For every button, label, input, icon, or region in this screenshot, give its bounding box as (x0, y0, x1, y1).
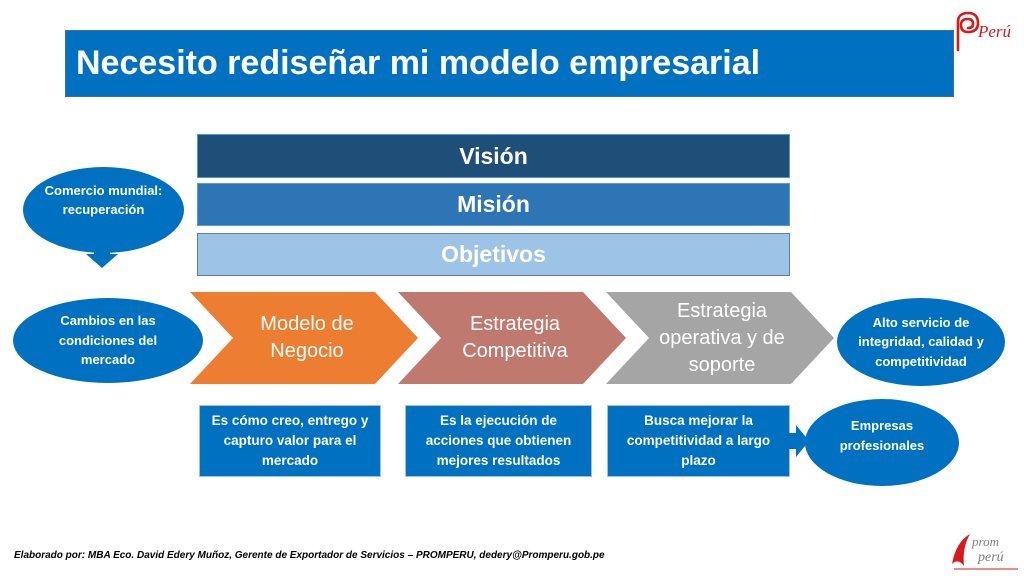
title-bar: Necesito rediseñar mi modelo empresarial (65, 30, 954, 97)
objetivos-bar: Objetivos (197, 233, 790, 276)
promperu-swoosh-icon (952, 534, 970, 566)
peru-logo: Perú (956, 11, 1011, 52)
description-box-competitiva: Es la ejecución de acciones que obtienen… (405, 405, 592, 477)
page-title: Necesito rediseñar mi modelo empresarial (76, 44, 761, 82)
objetivos-label: Objetivos (441, 241, 546, 267)
empresas-profesionales-label: Empresas profesionales (839, 418, 925, 453)
chevron-estrategia-operativa (606, 292, 834, 384)
chevron-label-operativa: Estrategia operativa y de soporte (659, 299, 785, 376)
chevron-label-modelo: Modelo de Negocio (260, 313, 354, 362)
peru-spiral-icon (956, 11, 980, 52)
peru-logo-text: Perú (977, 22, 1011, 41)
empresas-profesionales-ellipse: Empresas profesionales (805, 399, 959, 486)
description-box-modelo: Es cómo creo, entrego y capturo valor pa… (199, 405, 381, 477)
promperu-logo: prom perú (952, 534, 1018, 570)
promperu-logo-bottom: perú (977, 550, 1004, 565)
process-chevrons (190, 292, 834, 384)
comercio-mundial-label: Comercio mundial: recuperación (44, 182, 163, 218)
mision-label: Misión (457, 191, 530, 217)
alto-servicio-ellipse: Alto servicio de integridad, calidad y c… (837, 298, 1005, 386)
vision-label: Visión (459, 142, 528, 169)
cambios-mercado-ellipse: Cambios en las condiciones del mercado (13, 298, 203, 383)
description-box-operativa: Busca mejorar la competitividad a largo … (607, 405, 790, 477)
chevron-label-competitiva: Estrategia Competitiva (462, 313, 568, 362)
vision-bar: Visión (197, 134, 790, 178)
right-arrow-icon (788, 425, 809, 457)
description-operativa: Busca mejorar la competitividad a largo … (626, 412, 771, 469)
cambios-mercado-label: Cambios en las condiciones del mercado (58, 313, 158, 368)
description-competitiva: Es la ejecución de acciones que obtienen… (425, 412, 572, 469)
promperu-logo-top: prom (971, 534, 999, 549)
comercio-mundial-ellipse: Comercio mundial: recuperación (23, 167, 184, 253)
footer-credit: Elaborado por: MBA Eco. David Edery Muño… (14, 550, 605, 561)
chevron-modelo-negocio (190, 292, 418, 384)
alto-servicio-label: Alto servicio de integridad, calidad y c… (858, 314, 984, 369)
chevron-estrategia-competitiva (398, 292, 626, 384)
mision-bar: Misión (197, 183, 790, 226)
description-modelo: Es cómo creo, entrego y capturo valor pa… (211, 412, 369, 469)
